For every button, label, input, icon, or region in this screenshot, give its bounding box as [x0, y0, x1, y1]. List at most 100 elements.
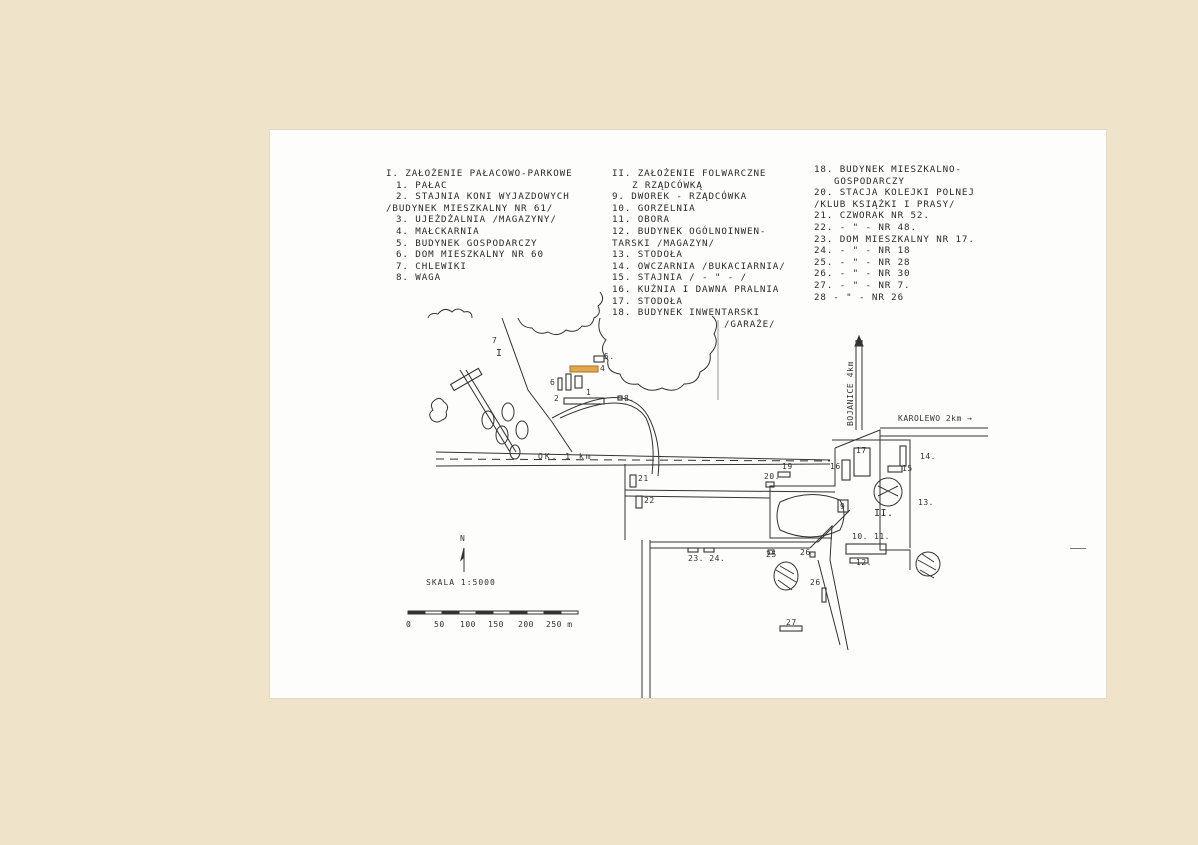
building-19	[777, 471, 791, 478]
legend-item: 8. WAGA	[396, 272, 442, 284]
building-8	[617, 395, 623, 401]
building-number: 23. 24.	[688, 554, 726, 563]
building-15	[887, 465, 903, 473]
arrow-bojanice	[854, 334, 864, 347]
legend-item: 11. OBORA	[612, 214, 670, 226]
legend-item: 15. STAJNIA / - " - /	[612, 272, 748, 284]
building-number: 7	[492, 336, 498, 345]
building-6b	[565, 373, 572, 391]
zone-label-I: I	[496, 348, 503, 359]
building-number: 4	[600, 364, 606, 373]
tree	[509, 444, 521, 460]
zone-label-II: II.	[874, 508, 894, 519]
legend-item: 3. UJEŻDŻALNIA /MAGAZYNY/	[396, 214, 557, 226]
building-26a	[809, 551, 816, 558]
building-21	[629, 474, 637, 488]
scale-tick-label: 150	[488, 620, 504, 629]
scale-bar	[407, 610, 579, 615]
pond	[773, 561, 799, 591]
scale-tick-label: 0	[406, 620, 412, 629]
legend-item: TARSKI /MAGAZYN/	[612, 237, 715, 249]
legend-item: 27. - " - NR 7.	[814, 279, 911, 291]
building-number: 8.	[624, 394, 635, 403]
garden-plot	[776, 494, 845, 538]
park-boundary	[465, 369, 517, 453]
farm-road	[624, 489, 836, 493]
path-curve	[551, 397, 660, 477]
legend-item: 13. STODOŁA	[612, 249, 683, 261]
legend-item: 28 - " - NR 26	[814, 291, 905, 303]
legend-item: 23. DOM MIESZKALNY NR 17.	[814, 233, 975, 245]
building-17	[853, 447, 871, 477]
legend-item: 21. CZWORAK NR 52.	[814, 210, 930, 222]
building-number: 17	[856, 446, 867, 455]
legend-item: GOSPODARCZY	[834, 175, 905, 187]
park-boundary	[459, 369, 511, 453]
legend-item: 5. BUDYNEK GOSPODARCZY	[396, 237, 538, 249]
legend-item: 17. STODOŁA	[612, 295, 683, 307]
legend-item: 9. DWOREK - RZĄDCÓWKA	[612, 191, 748, 203]
building-24	[703, 547, 715, 553]
building-number: 15	[902, 464, 913, 473]
legend-item: Z RZĄDCÓWKĄ	[632, 179, 703, 191]
legend-item: 2. STAJNIA KONI WYJAZDOWYCH	[396, 191, 570, 203]
main-road	[435, 463, 831, 467]
pond	[915, 551, 941, 577]
farm-road	[817, 559, 841, 646]
building-number: 13.	[918, 498, 934, 507]
park-tree-cluster-left	[427, 308, 473, 319]
building-2	[563, 397, 605, 405]
building-number: 12.	[856, 558, 872, 567]
building-number: 9	[840, 502, 846, 511]
scale-tick-label: 200	[518, 620, 534, 629]
building-23	[687, 547, 699, 553]
legend-item: /GARAŻE/	[724, 318, 776, 330]
farm-road	[809, 524, 849, 651]
scale-tick-label: 250 m	[546, 620, 573, 629]
building-26b	[821, 587, 827, 603]
courtyard-circle	[873, 477, 903, 507]
building-number: 5.	[604, 352, 615, 361]
building-6	[557, 377, 563, 391]
legend-item: 25. - " - NR 28	[814, 256, 911, 268]
tree	[501, 402, 515, 422]
legend-item: /BUDYNEK MIESZKALNY NR 61/	[386, 202, 554, 214]
legend-item: 14. OWCZARNIA /BUKACIARNIA/	[612, 260, 786, 272]
building-number: 6	[550, 378, 556, 387]
tree	[515, 420, 529, 440]
tree-row	[429, 397, 449, 423]
building-number: 14.	[920, 452, 936, 461]
building-number: 11.	[874, 532, 890, 541]
building-number: 26	[800, 548, 811, 557]
road-label-ok: OK. 1 km	[538, 452, 593, 461]
legend-item: /KLUB KSIĄŻKI I PRASY/	[814, 198, 956, 210]
farm-road	[817, 509, 851, 543]
building-number: 25	[766, 550, 777, 559]
tree	[481, 410, 495, 430]
building-9	[837, 499, 849, 513]
farm-road	[624, 495, 771, 499]
building-number: 26	[810, 578, 821, 587]
farm-enclosure	[834, 429, 911, 570]
building-4-highlight	[569, 365, 599, 373]
building-5	[593, 355, 605, 363]
building-28	[767, 549, 775, 555]
scale-tick-label: 50	[434, 620, 445, 629]
farm-enclosure	[769, 448, 836, 539]
legend-item: 4. MAŁCKARNIA	[396, 225, 480, 237]
main-road	[435, 451, 831, 461]
building-number: 20.	[764, 472, 780, 481]
legend-item: 16. KUŹNIA I DAWNA PRALNIA	[612, 283, 780, 295]
scale-tick-label: 100	[460, 620, 476, 629]
north-arrow	[460, 547, 465, 572]
legend-item: 20. STACJA KOLEJKI POLNEJ	[814, 187, 975, 199]
legend-item: II. ZAŁOŻENIE FOLWARCZNE	[612, 168, 767, 179]
building-22	[635, 495, 643, 509]
site-plan-map	[407, 291, 988, 698]
building-14	[899, 445, 907, 467]
park-tree-cluster-right	[598, 315, 718, 391]
legend-item: 7. CHLEWIKI	[396, 260, 467, 272]
